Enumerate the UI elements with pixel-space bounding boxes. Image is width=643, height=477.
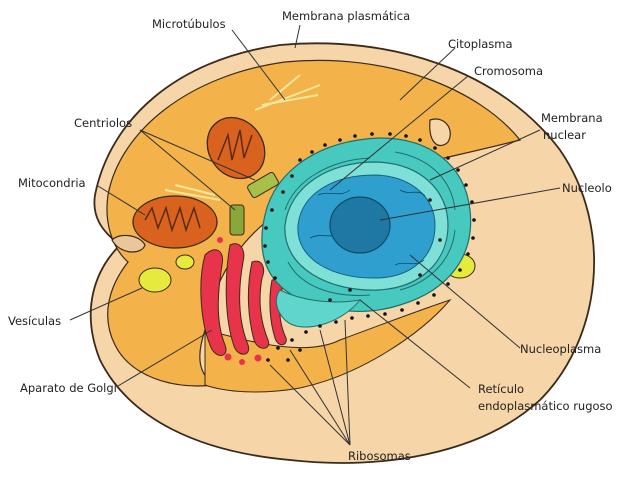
golgi-apparatus — [200, 243, 287, 356]
nucleolus — [329, 196, 391, 254]
leader-nucleolo — [379, 187, 561, 221]
er-extension — [275, 289, 362, 328]
label-microtubulos: Microtúbulos — [152, 17, 226, 31]
label-nucleolo: Nucleolo — [562, 181, 612, 195]
label-reticulo-1: Retículo — [478, 382, 524, 396]
microtubules — [164, 74, 321, 201]
label-reticulo-2: endoplasmático rugoso — [478, 399, 613, 413]
leader-ribosomas-4 — [269, 364, 351, 446]
centriole-2 — [229, 204, 245, 236]
leader-ribosomas-2 — [319, 329, 351, 446]
label-mitocondria: Mitocondria — [18, 176, 86, 190]
label-centriolos: Centriolos — [74, 116, 132, 130]
leader-cromosoma — [329, 75, 469, 191]
leader-centriolos-1 — [139, 129, 256, 181]
leader-golgi — [117, 329, 213, 387]
label-membrana-plasmatica: Membrana plasmática — [282, 9, 410, 23]
label-vesiculas: Vesículas — [8, 314, 61, 328]
label-membrana-nuclear-1: Membrana — [541, 111, 603, 125]
mitochondrion-left — [132, 195, 218, 249]
label-cromosoma: Cromosoma — [474, 64, 543, 78]
leader-mitocondria — [97, 185, 146, 216]
leader-reticulo — [359, 299, 471, 389]
leader-membrana-nuclear — [429, 129, 541, 181]
leader-centriolos-2 — [139, 129, 236, 211]
er-folds — [284, 151, 456, 296]
membrane-notch-left — [111, 234, 146, 253]
centriole-1 — [247, 172, 279, 198]
label-ribosomas: Ribosomas — [348, 449, 411, 463]
leader-microtubulos — [231, 29, 286, 101]
leader-ribosomas-1 — [289, 349, 351, 446]
leader-vesiculas — [69, 287, 143, 321]
leader-nucleoplasma — [409, 254, 521, 349]
mitochondrion-top — [206, 116, 266, 180]
label-nucleoplasma: Nucleoplasma — [520, 342, 601, 356]
leader-ribosomas-3 — [344, 319, 351, 446]
membrane-notch-right — [429, 118, 451, 147]
label-membrana-nuclear-2: nuclear — [543, 128, 586, 142]
label-citoplasma: Citoplasma — [448, 37, 513, 51]
leader-membrana-plasmatica — [294, 24, 301, 49]
leader-citoplasma — [399, 47, 456, 101]
label-aparato-golgi: Aparato de Golgi — [20, 381, 117, 395]
leader-lines — [69, 24, 561, 446]
ribosomes — [263, 132, 476, 362]
